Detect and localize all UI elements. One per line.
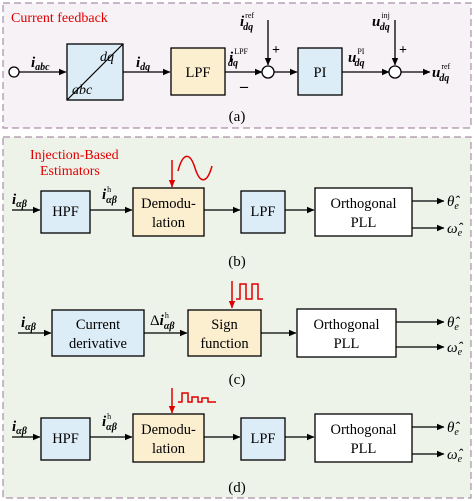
current-derivative-block — [51, 309, 145, 357]
hpf-block-b — [40, 190, 91, 234]
square-wave-icon — [236, 283, 263, 300]
sign-plus-1: + — [272, 43, 280, 58]
sign-plus-2: + — [399, 43, 407, 58]
orthogonal-pll-block-c — [296, 308, 397, 358]
sign-label-line2: function — [200, 336, 249, 352]
input-terminal — [8, 66, 20, 78]
panel-a-caption: (a) — [229, 109, 246, 125]
label-i-dq: idq — [136, 55, 150, 73]
lpf-label-d: LPF — [251, 431, 276, 447]
lpf-block-d — [240, 417, 286, 461]
hpf-label-d: HPF — [52, 431, 79, 447]
demod-label-b-line2: lation — [152, 215, 186, 231]
deriv-label-line2: derivative — [69, 336, 127, 352]
transform-dq-label: dq — [100, 50, 114, 65]
sign-function-block — [187, 309, 262, 357]
orthogonal-pll-block-d — [314, 413, 413, 463]
panel-a: Current feedback iabc dq abc idq LPF iLP… — [2, 2, 472, 129]
pi-label: PI — [314, 65, 327, 81]
pll-label-c-line1: Orthogonal — [313, 317, 379, 333]
sine-wave-icon — [177, 155, 213, 181]
transform-abc-label: abc — [72, 83, 93, 98]
demod-label-d-line2: lation — [152, 441, 186, 457]
sign-minus: – — [239, 78, 249, 95]
label-b-i-alphabeta: iαβ — [12, 192, 28, 210]
demod-label-b-line1: Demodu- — [141, 196, 196, 212]
pll-label-b-line2: PLL — [351, 215, 377, 231]
demod-label-d-line1: Demodu- — [141, 422, 196, 438]
deriv-label-line1: Current — [76, 317, 120, 333]
lpf-block-b — [240, 190, 286, 234]
label-c-i-alphabeta: iαβ — [21, 315, 37, 333]
panel-a-title: Current feedback — [11, 11, 108, 26]
demodulation-block-d — [132, 413, 205, 463]
hpf-label-b: HPF — [52, 204, 79, 220]
demodulation-block-b — [132, 187, 205, 237]
panel-b-caption: (b) — [228, 254, 246, 270]
sign-label-line1: Sign — [211, 317, 238, 333]
transform-diagonal — [66, 43, 124, 101]
panel-c-caption: (c) — [229, 372, 246, 388]
lpf-label-b: LPF — [251, 204, 276, 220]
summing-junction-1 — [261, 65, 275, 79]
pll-label-d-line2: PLL — [351, 441, 377, 457]
label-i-abc: iabc — [31, 55, 50, 73]
lpf-label-a: LPF — [186, 65, 211, 81]
pulse-wave-icon — [178, 392, 216, 403]
pll-label-b-line1: Orthogonal — [330, 196, 396, 212]
hpf-block-d — [40, 417, 91, 461]
summing-junction-2 — [388, 65, 402, 79]
orthogonal-pll-block-b — [314, 187, 413, 237]
estimators-title-line2: Estimators — [40, 164, 100, 179]
estimators-title-line1: Injection-Based — [30, 148, 119, 163]
pll-label-d-line1: Orthogonal — [330, 422, 396, 438]
label-d-i-alphabeta: iαβ — [12, 419, 28, 437]
panel-d-caption: (d) — [228, 480, 246, 496]
pll-label-c-line2: PLL — [334, 336, 360, 352]
